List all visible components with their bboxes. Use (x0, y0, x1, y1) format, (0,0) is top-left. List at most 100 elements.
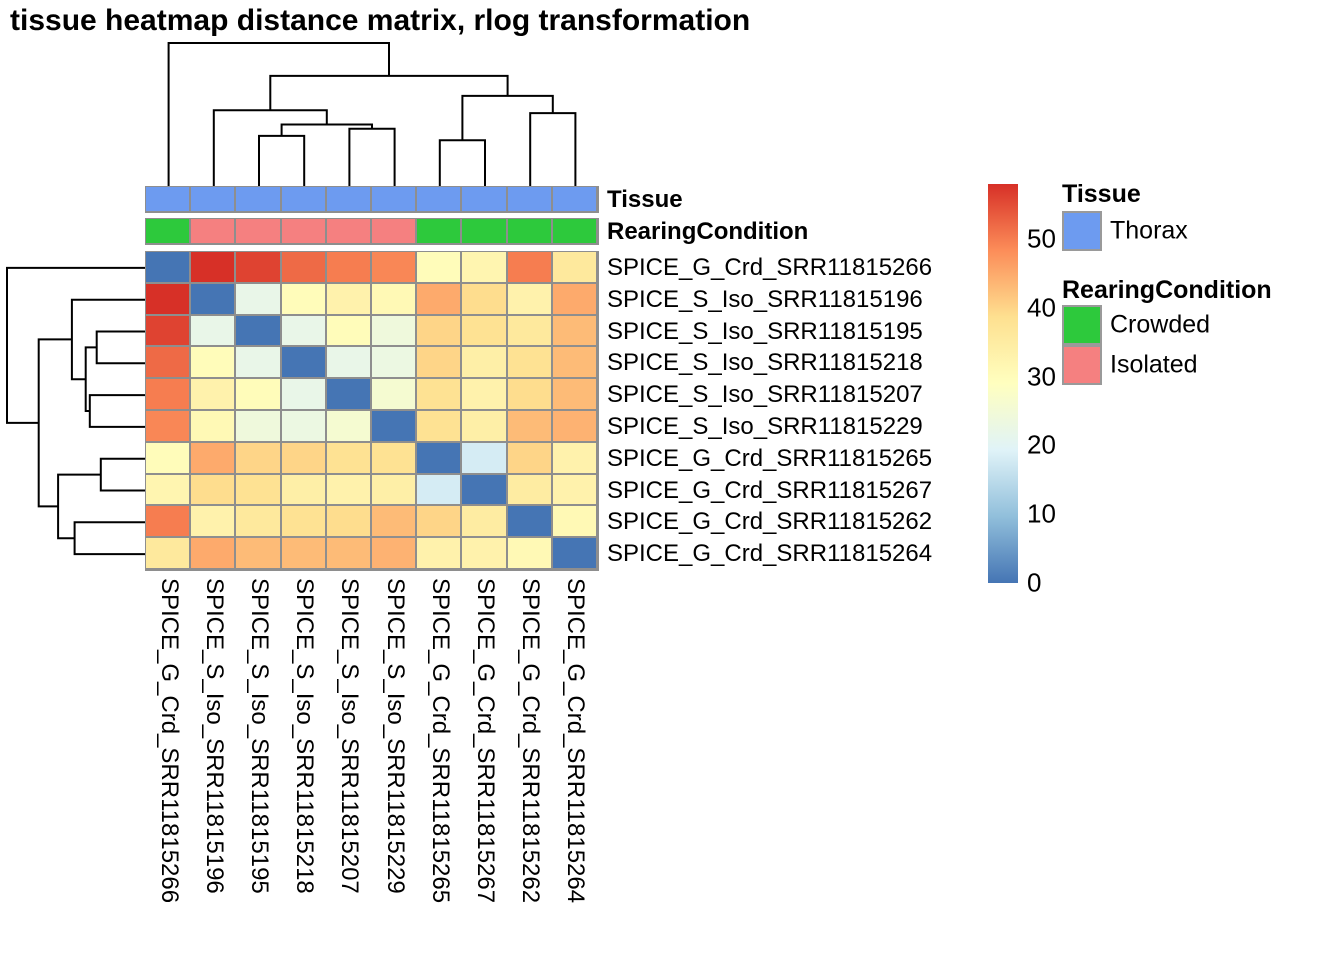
heatmap-cell (372, 347, 416, 378)
legend-tissue-header: Tissue (1062, 180, 1141, 208)
annotation-cell-thorax (326, 187, 370, 211)
heatmap-cell (417, 347, 461, 378)
heatmap-cell (462, 474, 506, 505)
heatmap-cell (462, 283, 506, 314)
heatmap-cell (552, 474, 596, 505)
heatmap-cell (507, 506, 551, 537)
row-dendrogram-branch (70, 298, 145, 381)
heatmap-cell (146, 411, 190, 441)
heatmap-cell (191, 538, 235, 568)
heatmap-cell (372, 442, 416, 473)
annotation-cell-thorax (236, 187, 280, 211)
heatmap-cell (507, 538, 551, 568)
heatmap-cell (372, 411, 416, 441)
heatmap-cell (236, 283, 280, 314)
heatmap-cell (417, 379, 461, 409)
row-label: SPICE_G_Crd_SRR11815264 (607, 540, 933, 568)
heatmap-cell (146, 283, 190, 314)
annotation-cell-crowded (146, 219, 190, 243)
colorbar-tick-label: 40 (1027, 292, 1056, 323)
heatmap-cell (372, 315, 416, 346)
heatmap-cell (552, 379, 596, 409)
row-dendrogram-branch (73, 521, 145, 556)
annotation-cell-crowded (552, 219, 596, 243)
heatmap-cell (281, 506, 325, 537)
heatmap-cell (326, 442, 370, 473)
heatmap-cell (417, 474, 461, 505)
heatmap-cell (417, 538, 461, 568)
heatmap-cell (236, 506, 280, 537)
heatmap-cell (326, 379, 370, 409)
heatmap-cell (146, 538, 190, 568)
heatmap-cell (507, 315, 551, 346)
column-label: SPICE_G_Crd_SRR11815262 (517, 578, 545, 904)
heatmap-cell (191, 474, 235, 505)
row-label: SPICE_G_Crd_SRR11815266 (607, 253, 933, 281)
heatmap-cell (146, 347, 190, 378)
annotation-cell-thorax (191, 187, 235, 211)
annotation-cell-isolated (326, 219, 370, 243)
heatmap-cell (462, 506, 506, 537)
heatmap-cell (462, 442, 506, 473)
heatmap-cell (507, 474, 551, 505)
column-label: SPICE_G_Crd_SRR11815267 (472, 578, 499, 904)
annotation-cell-thorax (281, 187, 325, 211)
annotation-cell-crowded (507, 219, 551, 243)
row-dendrogram-branch (88, 394, 145, 428)
heatmap-cell (236, 315, 280, 346)
heatmap-cell (191, 347, 235, 378)
heatmap-cell (462, 347, 506, 378)
row-label: SPICE_G_Crd_SRR11815265 (607, 444, 933, 472)
column-label: SPICE_G_Crd_SRR11815265 (426, 578, 454, 904)
legend-item-label: Isolated (1110, 350, 1198, 379)
row-dendrogram-branch (95, 330, 145, 365)
heatmap-cell (191, 411, 235, 441)
heatmap-cell (236, 347, 280, 378)
heatmap-cell (372, 283, 416, 314)
page-title: tissue heatmap distance matrix, rlog tra… (10, 4, 751, 37)
heatmap-cell (191, 283, 235, 314)
heatmap-cell (507, 411, 551, 441)
heatmap-cell (372, 252, 416, 282)
row-label: SPICE_G_Crd_SRR11815262 (607, 508, 933, 536)
heatmap-cell (507, 379, 551, 409)
heatmap-cell (507, 347, 551, 378)
annotation-track-label: RearingCondition (607, 217, 809, 245)
heatmap-cell (281, 442, 325, 473)
heatmap-cell (552, 411, 596, 441)
heatmap-cell (281, 283, 325, 314)
row-label: SPICE_S_Iso_SRR11815196 (607, 285, 923, 313)
column-label: SPICE_G_Crd_SRR11815264 (562, 578, 590, 904)
heatmap-cell (236, 252, 280, 282)
heatmap-cell (372, 474, 416, 505)
annotation-cell-isolated (191, 219, 235, 243)
heatmap-cell (417, 252, 461, 282)
heatmap-cell (146, 315, 190, 346)
row-label: SPICE_G_Crd_SRR11815267 (607, 476, 933, 504)
heatmap-cell (417, 283, 461, 314)
column-dendrogram-branch (438, 139, 486, 186)
heatmap-cell (281, 538, 325, 568)
column-label: SPICE_S_Iso_SRR11815195 (246, 578, 273, 894)
annotation-track-label: Tissue (607, 185, 683, 213)
heatmap-cell (462, 538, 506, 568)
heatmap-matrix (145, 251, 599, 571)
heatmap-cell (191, 442, 235, 473)
heatmap-cell (146, 506, 190, 537)
colorbar-tick-label: 30 (1027, 361, 1056, 392)
column-dendrogram-branch (461, 94, 554, 141)
row-dendrogram-branch (84, 346, 97, 412)
heatmap-cell (462, 411, 506, 441)
heatmap-cell (552, 506, 596, 537)
heatmap-cell (236, 474, 280, 505)
heatmap-cell (372, 379, 416, 409)
annotation-cell-isolated (236, 219, 280, 243)
annotation-cell-thorax (462, 187, 506, 211)
colorbar-tick-label: 20 (1027, 429, 1056, 460)
legend-swatch-crowded (1062, 305, 1102, 345)
heatmap-cell (507, 252, 551, 282)
row-dendrogram-branch (6, 266, 145, 424)
heatmap-cell (236, 411, 280, 441)
tissue-annotation-bar (145, 186, 599, 213)
heatmap-cell (191, 379, 235, 409)
